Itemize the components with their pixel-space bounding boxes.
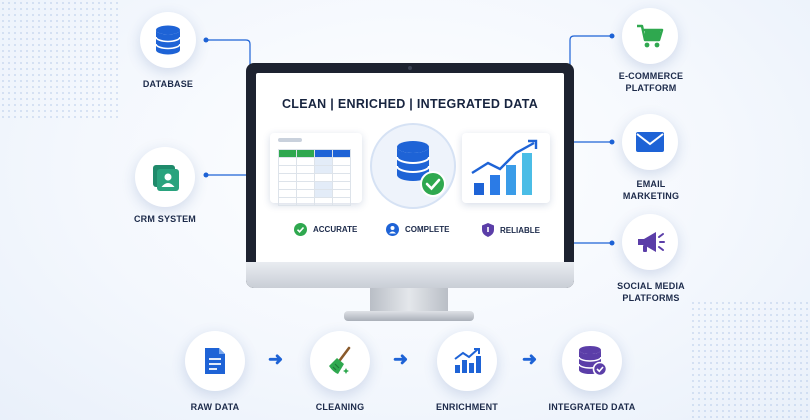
database-node[interactable]: [140, 12, 196, 68]
cleaning-label: CLEANING: [315, 402, 365, 412]
crm-label: CRM SYSTEM: [133, 214, 196, 224]
user-circle-icon: [386, 223, 399, 236]
email-label-line2: MARKETING: [622, 191, 680, 201]
envelope-icon: [636, 132, 664, 152]
table-card-header: [278, 138, 302, 142]
check-circle-icon: [294, 223, 307, 236]
data-table-graphic: [278, 149, 351, 206]
ecommerce-node[interactable]: [622, 8, 678, 64]
webcam-dot: [408, 66, 412, 70]
database-check-icon: [578, 346, 607, 377]
connector-ecommerce: [569, 35, 612, 66]
broom-icon: [329, 346, 351, 374]
database-icon: [155, 25, 181, 55]
badge-complete-label: COMPLETE: [405, 225, 450, 234]
shield-icon: [482, 223, 494, 237]
email-label: EMAIL MARKETING: [605, 178, 697, 202]
monitor-screen: CLEAN | ENRICHED | INTEGRATED DATA: [256, 73, 564, 273]
badge-reliable: RELIABLE: [482, 223, 540, 237]
badge-accurate-label: ACCURATE: [313, 225, 358, 234]
monitor: CLEAN | ENRICHED | INTEGRATED DATA: [246, 63, 574, 288]
crm-node[interactable]: [135, 147, 195, 207]
badge-complete: COMPLETE: [386, 223, 449, 236]
growth-chart-icon: [454, 348, 481, 373]
social-node[interactable]: [622, 214, 678, 270]
social-label-line1: SOCIAL MEDIA: [617, 281, 685, 291]
table-card: [270, 133, 362, 206]
dot-pattern-top-left: [0, 0, 120, 120]
connector-dot-ecommerce: [609, 33, 615, 39]
enrichment-node[interactable]: [437, 331, 497, 391]
shopping-cart-icon: [637, 24, 664, 48]
enrichment-label: ENRICHMENT: [436, 402, 498, 412]
database-icon: [396, 141, 430, 181]
badge-reliable-label: RELIABLE: [500, 225, 540, 235]
screen-title: CLEAN | ENRICHED | INTEGRATED DATA: [281, 97, 539, 111]
connector-dot-social: [609, 240, 615, 246]
dot-pattern-bottom-right: [690, 300, 810, 420]
ecommerce-label-line1: E-COMMERCE: [618, 71, 684, 81]
megaphone-icon: [638, 232, 665, 252]
connector-dot-crm: [203, 172, 209, 178]
integrated-data-label: INTEGRATED DATA: [548, 402, 636, 412]
email-node[interactable]: [622, 114, 678, 170]
raw-data-node[interactable]: [185, 331, 245, 391]
email-label-line1: EMAIL: [636, 179, 666, 189]
growth-chart-icon: [471, 139, 538, 195]
raw-data-label: RAW DATA: [190, 402, 240, 412]
monitor-stand-base: [344, 311, 474, 321]
arrow-right-icon: ➜: [522, 349, 538, 369]
monitor-chin: [246, 262, 574, 288]
connector-database: [206, 39, 251, 66]
crm-icon: [153, 165, 179, 191]
ecommerce-label-line2: PLATFORM: [625, 83, 677, 93]
connector-dot-database: [203, 37, 209, 43]
connector-dot-email: [609, 139, 615, 145]
badge-accurate: ACCURATE: [294, 223, 357, 236]
integrated-data-node[interactable]: [562, 331, 622, 391]
ecommerce-label: E-COMMERCE PLATFORM: [605, 70, 697, 94]
database-check-badge: [370, 123, 456, 209]
database-label: DATABASE: [142, 79, 194, 89]
cleaning-node[interactable]: [310, 331, 370, 391]
arrow-right-icon: ➜: [268, 349, 284, 369]
arrow-right-icon: ➜: [393, 349, 409, 369]
check-icon: [420, 171, 446, 197]
social-label: SOCIAL MEDIA PLATFORMS: [600, 280, 702, 304]
social-label-line2: PLATFORMS: [622, 293, 680, 303]
document-icon: [205, 348, 225, 374]
growth-chart-card: [462, 133, 550, 203]
monitor-stand-neck: [370, 288, 448, 312]
